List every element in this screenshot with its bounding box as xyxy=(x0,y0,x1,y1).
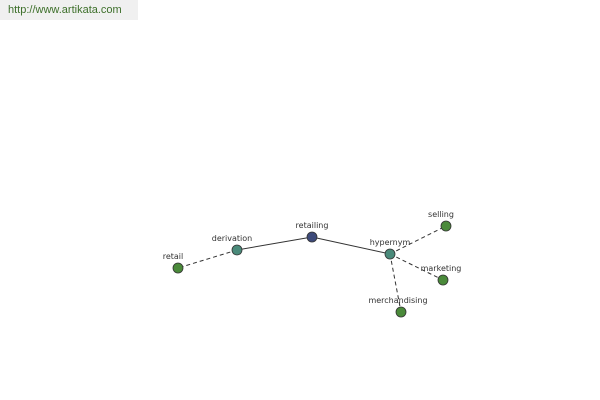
node-label-retailing[interactable]: retailing xyxy=(296,221,329,230)
node-dot-marketing[interactable] xyxy=(437,274,449,286)
node-merchandising[interactable]: merchandising xyxy=(368,296,428,318)
node-retail[interactable]: retail xyxy=(163,252,184,274)
node-label-merchandising[interactable]: merchandising xyxy=(368,296,427,305)
node-dot-retailing[interactable] xyxy=(306,231,318,243)
edge-hypernym-merchandising xyxy=(389,253,402,313)
node-derivation[interactable]: derivation xyxy=(212,234,252,256)
edge-retailing-hypernym xyxy=(311,236,391,255)
edge-hypernym-marketing xyxy=(389,253,444,281)
node-label-hypernym[interactable]: hypernym xyxy=(370,238,411,247)
node-retailing[interactable]: retailing xyxy=(296,221,329,243)
edge-hypernym-selling xyxy=(389,225,447,255)
node-hypernym[interactable]: hypernym xyxy=(370,238,411,260)
node-dot-hypernym[interactable] xyxy=(384,248,396,260)
edge-derivation-retail xyxy=(177,249,238,269)
node-label-retail[interactable]: retail xyxy=(163,252,184,261)
node-label-marketing[interactable]: marketing xyxy=(421,264,462,273)
node-dot-retail[interactable] xyxy=(172,262,184,274)
node-label-derivation[interactable]: derivation xyxy=(212,234,252,243)
node-dot-merchandising[interactable] xyxy=(395,306,407,318)
edge-retailing-derivation xyxy=(236,236,313,251)
site-url[interactable]: http://www.artikata.com xyxy=(0,0,138,20)
edges-layer xyxy=(177,225,447,313)
node-marketing[interactable]: marketing xyxy=(421,264,462,286)
node-label-selling[interactable]: selling xyxy=(428,210,454,219)
node-dot-selling[interactable] xyxy=(440,220,452,232)
node-dot-derivation[interactable] xyxy=(231,244,243,256)
node-selling[interactable]: selling xyxy=(428,210,454,232)
nodes-layer: retailing derivation hypernym retail selling… xyxy=(163,210,462,318)
